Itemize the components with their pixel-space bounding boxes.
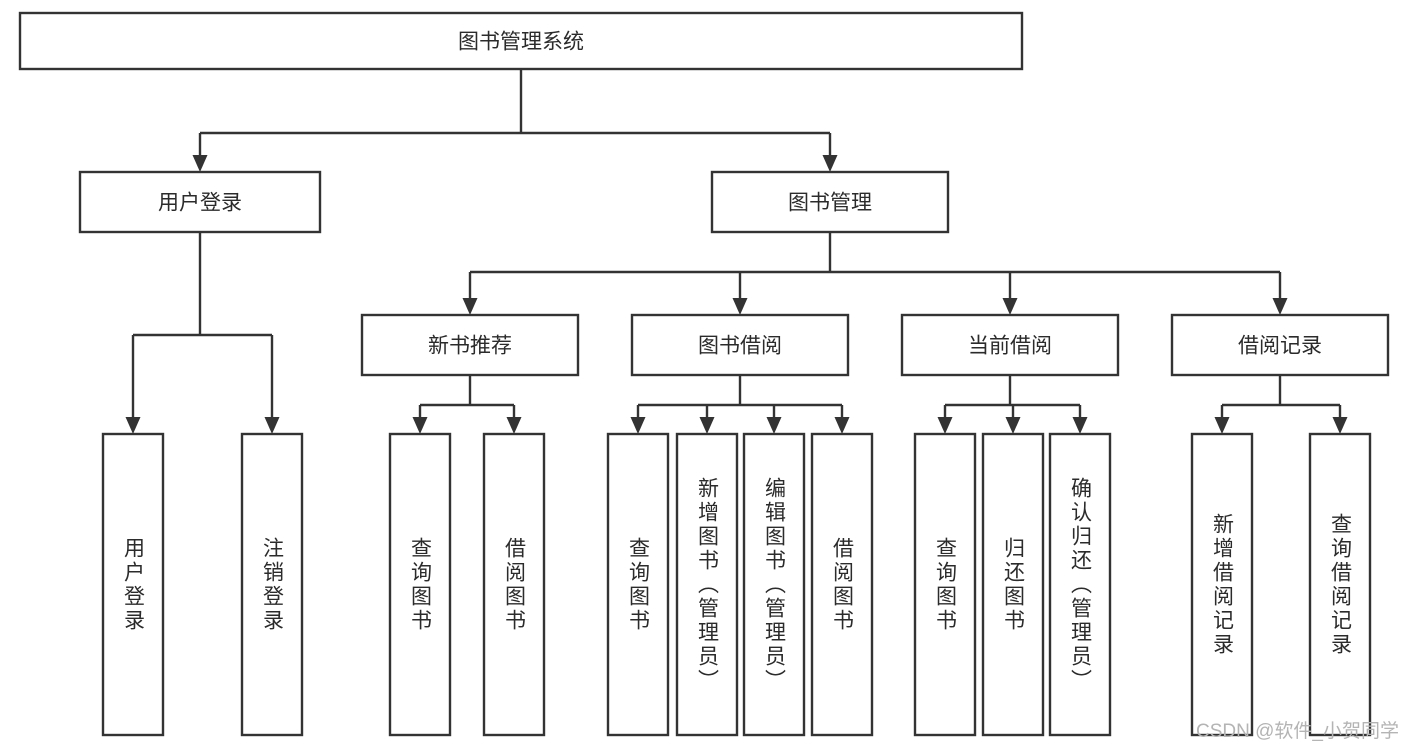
arrow-head-icon — [937, 417, 953, 434]
node-box-book-manage[interactable] — [710, 170, 950, 234]
node-box-leaf-confirm-return[interactable] — [1048, 432, 1112, 737]
arrow-head-icon — [125, 417, 141, 434]
arrow-head-icon — [732, 298, 748, 315]
node-label-leaf-query-book-rec: 查询图书 — [408, 536, 432, 633]
arrow-head-icon — [834, 417, 850, 434]
node-box-leaf-borrow-book[interactable] — [810, 432, 874, 737]
node-box-leaf-query-borrow-record[interactable] — [1308, 432, 1372, 737]
arrow-head-icon — [1272, 298, 1288, 315]
node-label-leaf-user-login: 用户登录 — [121, 536, 145, 633]
node-label-leaf-confirm-return: 确认归还（管理员） — [1068, 476, 1092, 693]
node-box-leaf-user-login[interactable] — [101, 432, 165, 737]
node-box-leaf-query-book-current[interactable] — [913, 432, 977, 737]
arrow-head-icon — [822, 155, 838, 172]
arrow-head-icon — [192, 155, 208, 172]
node-box-leaf-add-book[interactable] — [675, 432, 739, 737]
node-label-leaf-borrow-book: 借阅图书 — [830, 536, 854, 633]
arrow-head-icon — [630, 417, 646, 434]
node-label-leaf-query-book-borrow: 查询图书 — [626, 536, 650, 633]
node-label-book-borrow: 图书借阅 — [698, 335, 782, 358]
arrow-head-icon — [766, 417, 782, 434]
node-box-new-book-rec[interactable] — [360, 313, 580, 377]
node-box-current-borrow[interactable] — [900, 313, 1120, 377]
arrow-head-icon — [1072, 417, 1088, 434]
arrow-head-icon — [1005, 417, 1021, 434]
csdn-watermark: CSDN @软件_小贺同学 — [1196, 721, 1399, 742]
arrow-head-icon — [506, 417, 522, 434]
arrow-head-icon — [462, 298, 478, 315]
node-label-book-manage: 图书管理 — [788, 192, 872, 215]
node-box-user-login[interactable] — [78, 170, 322, 234]
node-box-leaf-borrow-book-rec[interactable] — [482, 432, 546, 737]
node-box-leaf-user-logout[interactable] — [240, 432, 304, 737]
connectors-layer — [125, 69, 1348, 434]
node-boxes-layer — [18, 11, 1390, 737]
node-box-borrow-record[interactable] — [1170, 313, 1390, 377]
arrow-head-icon — [1332, 417, 1348, 434]
node-label-leaf-query-book-current: 查询图书 — [933, 536, 957, 633]
node-label-root: 图书管理系统 — [458, 31, 584, 54]
node-label-leaf-query-borrow-record: 查询借阅记录 — [1328, 512, 1352, 657]
node-box-book-borrow[interactable] — [630, 313, 850, 377]
node-label-leaf-borrow-book-rec: 借阅图书 — [502, 536, 526, 633]
arrow-head-icon — [1002, 298, 1018, 315]
node-label-new-book-rec: 新书推荐 — [428, 335, 512, 358]
node-box-root[interactable] — [18, 11, 1024, 71]
node-box-leaf-query-book-borrow[interactable] — [606, 432, 670, 737]
node-box-leaf-return-book[interactable] — [981, 432, 1045, 737]
arrow-head-icon — [264, 417, 280, 434]
arrow-head-icon — [699, 417, 715, 434]
node-label-user-login: 用户登录 — [158, 192, 242, 215]
node-label-leaf-return-book: 归还图书 — [1001, 536, 1025, 633]
node-box-leaf-query-book-rec[interactable] — [388, 432, 452, 737]
node-box-leaf-add-borrow-record[interactable] — [1190, 432, 1254, 737]
node-label-leaf-add-book: 新增图书（管理员） — [695, 476, 719, 693]
node-label-leaf-add-borrow-record: 新增借阅记录 — [1210, 512, 1234, 657]
arrow-head-icon — [1214, 417, 1230, 434]
node-label-leaf-user-logout: 注销登录 — [260, 536, 284, 633]
arrow-head-icon — [412, 417, 428, 434]
node-box-leaf-edit-book[interactable] — [742, 432, 806, 737]
node-label-leaf-edit-book: 编辑图书（管理员） — [762, 476, 786, 693]
node-label-borrow-record: 借阅记录 — [1238, 335, 1322, 358]
node-label-current-borrow: 当前借阅 — [968, 335, 1052, 358]
